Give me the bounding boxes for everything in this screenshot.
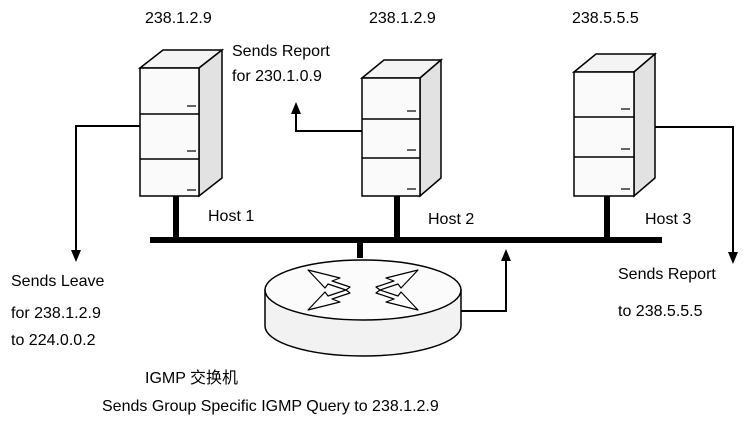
host2-name-label: Host 2 [428,211,475,228]
host2-server-icon [359,58,444,198]
host3-server-icon [571,52,658,198]
host3-report-line2: to 238.5.5.5 [618,303,703,320]
host2-report-line1: Sends Report [232,43,330,60]
host1-leave-line3: to 224.0.0.2 [11,332,96,349]
switch-query-label: Sends Group Specific IGMP Query to 238.1… [102,398,439,415]
host1-leave-arrow [71,125,140,262]
host1-leave-line1: Sends Leave [11,273,105,290]
host3-report-line1: Sends Report [618,266,716,283]
host3-report-arrow [655,126,738,264]
host2-report-arrow [291,102,362,132]
host1-server-icon [137,48,225,198]
host2-ip-label: 238.1.2.9 [369,10,436,27]
switch-query-arrow [461,249,511,312]
host3-ip-label: 238.5.5.5 [572,10,639,27]
igmp-switch-icon [264,259,462,357]
host1-name-label: Host 1 [208,208,255,225]
host2-report-line2: for 230.1.0.9 [232,68,322,85]
switch-label: IGMP 交换机 [145,370,239,387]
host3-name-label: Host 3 [645,211,692,228]
host1-leave-line2: for 238.1.2.9 [11,305,101,322]
host1-ip-label: 238.1.2.9 [145,10,212,27]
